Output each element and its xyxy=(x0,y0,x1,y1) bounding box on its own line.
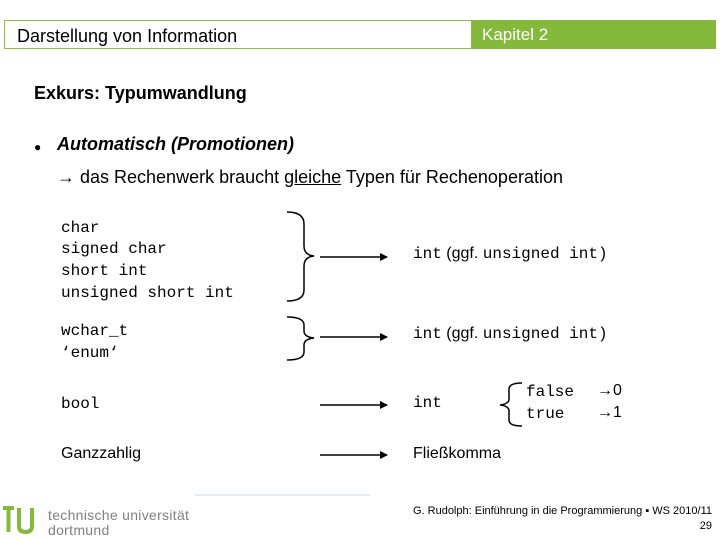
target-int: int xyxy=(413,245,442,263)
source-type-wchar-t: wchar_t xyxy=(61,322,129,340)
bullet-icon: ● xyxy=(34,140,42,154)
mapping-false: false xyxy=(526,383,575,401)
right-arrow-icon: → xyxy=(597,382,613,399)
mapping-false-value: 0 xyxy=(613,382,622,399)
logo-line-1: technische universität xyxy=(48,507,190,523)
source-type-signed-char: signed char xyxy=(61,240,167,258)
arrow-explanation-line: → das Rechenwerk braucht gleiche Typen f… xyxy=(57,167,563,188)
target-alt: unsigned int) xyxy=(482,325,608,343)
mapping-false-arrow: →0 xyxy=(597,382,622,400)
section-title: Exkurs: Typumwandlung xyxy=(34,83,247,103)
target-type-row2: int (ggf. unsigned int) xyxy=(413,325,608,343)
source-type-short-int: short int xyxy=(61,262,148,280)
explanation-post: Typen für Rechenoperation xyxy=(341,167,563,187)
slide-header-title: Darstellung von Information xyxy=(17,26,238,46)
university-logo-text: technische universität dortmund xyxy=(48,508,189,538)
chapter-label: Kapitel 2 xyxy=(482,25,549,44)
right-arrow-icon: → xyxy=(597,404,613,421)
source-ganzzahlig: Ganzzahlig xyxy=(61,445,142,462)
target-type-row1: int (ggf. unsigned int) xyxy=(413,245,608,263)
right-brace-row2 xyxy=(286,316,315,361)
logo-line-2: dortmund xyxy=(48,522,110,538)
source-type-unsigned-short-int: unsigned short int xyxy=(61,284,234,302)
source-type-enum: ‘enum‘ xyxy=(61,344,119,362)
footer: G. Rudolph: Einführung in die Programmie… xyxy=(413,504,712,534)
source-type-bool: bool xyxy=(61,395,100,413)
source-type-char: char xyxy=(61,219,100,237)
target-int: int xyxy=(413,325,442,343)
mapping-true-value: 1 xyxy=(613,404,622,421)
target-note: (ggf. xyxy=(446,245,479,262)
target-type-row3: int xyxy=(413,394,442,412)
target-note: (ggf. xyxy=(446,325,479,342)
explanation-pre: das Rechenwerk braucht xyxy=(75,167,285,187)
explanation-underlined: gleiche xyxy=(284,167,342,187)
mapping-true: true xyxy=(526,405,565,423)
page-number: 29 xyxy=(699,520,712,532)
left-brace-row3 xyxy=(499,382,523,427)
target-fliesskomma: Fließkomma xyxy=(413,445,502,462)
mapping-true-arrow: →1 xyxy=(597,404,622,422)
right-arrow-icon: → xyxy=(57,167,75,187)
tu-logo-icon xyxy=(3,506,34,535)
chapter-box: Kapitel 2 xyxy=(472,20,716,49)
target-alt: unsigned int) xyxy=(482,245,608,263)
bullet-text: Automatisch (Promotionen) xyxy=(57,134,294,154)
right-brace-row1 xyxy=(286,211,315,302)
footer-citation: G. Rudolph: Einführung in die Programmie… xyxy=(412,505,712,517)
header-title-box: Darstellung von Information xyxy=(4,20,472,49)
